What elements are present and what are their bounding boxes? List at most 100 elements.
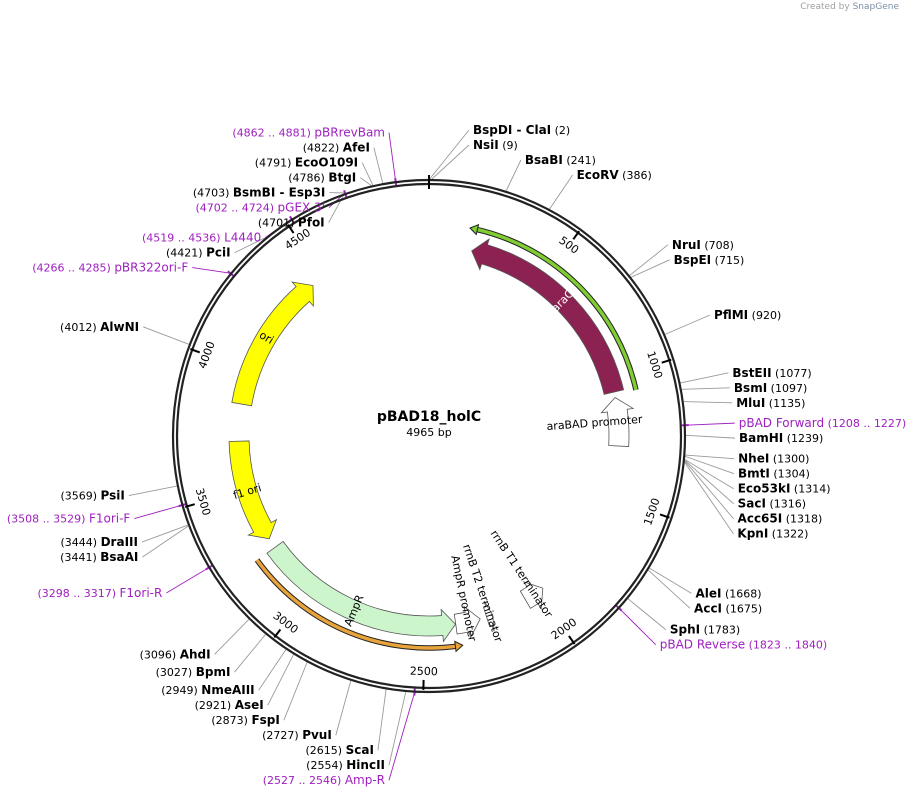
leader-line (373, 147, 384, 184)
scale-tick-label: 4000 (196, 340, 218, 371)
site-position: (920) (748, 309, 781, 322)
enzyme-site-label[interactable]: (3569) PsiI (60, 489, 124, 503)
enzyme-site-label[interactable]: (3441) BsaAI (60, 550, 138, 564)
feature-arrow-rrnb-t1-terminator[interactable] (519, 581, 544, 610)
enzyme-site-label[interactable]: BstEII (1077) (732, 366, 811, 380)
enzyme-site-label[interactable]: (4421) PciI (166, 246, 231, 260)
enzyme-site-label[interactable]: BmtI (1304) (738, 467, 810, 481)
feature-arrow-ori[interactable] (231, 281, 314, 407)
site-text: (4012) AlwNI (60, 320, 139, 334)
leader-line (283, 662, 308, 721)
site-name: AfeI (343, 141, 370, 155)
site-text: KpnI (1322) (737, 527, 808, 541)
primer-site-label[interactable]: (4519 .. 4536) L4440 (142, 231, 261, 245)
enzyme-site-label[interactable]: NruI (708) (672, 238, 734, 252)
enzyme-site-label[interactable]: BspEI (715) (674, 253, 745, 267)
enzyme-site-label[interactable]: (3444) DraIII (61, 535, 138, 549)
enzyme-site-label[interactable]: (4822) AfeI (303, 141, 370, 155)
enzyme-site-label[interactable]: Eco53kI (1314) (738, 482, 831, 496)
site-text: (4266 .. 4285) pBR322ori-F (32, 261, 188, 275)
site-name: BstEII (732, 366, 771, 380)
site-position: (3444) (61, 536, 101, 549)
primer-site-label[interactable]: pBAD Forward (1208 .. 1227) (739, 416, 906, 430)
enzyme-site-label[interactable]: MluI (1135) (736, 396, 805, 410)
site-text: (4703) BsmBI - Esp3I (193, 186, 326, 200)
snapgene-logo: SnapGene (852, 2, 899, 12)
enzyme-site-label[interactable]: (3096) AhdI (140, 647, 211, 661)
leader-line (685, 455, 735, 475)
site-position: (4012) (60, 321, 100, 334)
enzyme-site-label[interactable]: (2873) FspI (211, 713, 279, 727)
enzyme-site-label[interactable]: NheI (1300) (738, 452, 809, 466)
feature-arrow-rrnb-t2-terminator[interactable] (483, 600, 495, 632)
enzyme-site-label[interactable]: (2921) AseI (195, 698, 264, 712)
primer-site-label[interactable]: (3508 .. 3529) F1ori-F (7, 512, 131, 526)
site-name: NruI (672, 238, 701, 252)
enzyme-site-label[interactable]: BamHI (1239) (739, 431, 823, 445)
site-position: (3298 .. 3317) (37, 587, 119, 600)
primer-site-label[interactable]: (2527 .. 2546) Amp-R (263, 773, 385, 787)
site-text: (2921) AseI (195, 698, 264, 712)
leader-line (685, 422, 735, 426)
feature-arrow-f1-ori[interactable] (228, 440, 278, 540)
site-text: (4421) PciI (166, 246, 231, 260)
enzyme-site-label[interactable]: BsaBI (241) (525, 153, 596, 167)
orf-arrowhead (469, 223, 480, 236)
scale-tick (659, 513, 670, 519)
enzyme-site-label[interactable]: (2727) PvuI (262, 728, 332, 742)
feature-arrow-arabad-promoter[interactable] (600, 396, 635, 447)
site-text: NruI (708) (672, 238, 734, 252)
enzyme-site-label[interactable]: (4701) PfoI (258, 216, 325, 230)
credit-prefix: Created by (800, 2, 850, 12)
enzyme-site-label[interactable]: (2949) NmeAIII (161, 683, 254, 697)
site-text: (2727) PvuI (262, 728, 332, 742)
site-name: AhdI (180, 647, 211, 661)
plasmid-name: pBAD18_holC (377, 409, 481, 425)
enzyme-site-label[interactable]: KpnI (1322) (737, 527, 808, 541)
scale-tick-label: 2000 (549, 616, 579, 643)
enzyme-site-label[interactable]: (4012) AlwNI (60, 320, 139, 334)
enzyme-site-label[interactable]: (3027) BpmI (156, 665, 231, 679)
enzyme-site-label[interactable]: BsmI (1097) (734, 381, 807, 395)
enzyme-site-label[interactable]: (4791) EcoO109I (255, 156, 358, 170)
enzyme-site-label[interactable]: NsiI (9) (473, 138, 518, 152)
feature-arrow-ampr-promoter[interactable] (453, 605, 481, 639)
site-position: (1208 .. 1227) (824, 417, 906, 430)
enzyme-site-label[interactable]: (2615) ScaI (306, 743, 374, 757)
leader-line (142, 326, 190, 345)
primer-site-label[interactable]: (4862 .. 4881) pBRrevBam (232, 126, 385, 140)
enzyme-site-label[interactable]: PflMI (920) (714, 308, 781, 322)
site-text: PflMI (920) (714, 308, 781, 322)
leader-line (684, 460, 734, 520)
enzyme-site-label[interactable]: SphI (1783) (670, 623, 740, 637)
feature-arrow-ampr[interactable] (266, 540, 457, 643)
site-position: (4862 .. 4881) (232, 127, 314, 140)
enzyme-site-label[interactable]: (4703) BsmBI - Esp3I (193, 186, 326, 200)
enzyme-site-label[interactable]: Acc65I (1318) (738, 512, 823, 526)
enzyme-site-label[interactable]: SacI (1316) (738, 497, 806, 511)
enzyme-site-label[interactable]: (2554) HincII (306, 758, 385, 772)
enzyme-site-label[interactable]: (4786) BtgI (288, 171, 356, 185)
leader-line (629, 244, 669, 276)
site-position: (4519 .. 4536) (142, 232, 224, 245)
primer-site-label[interactable]: (4266 .. 4285) pBR322ori-F (32, 261, 188, 275)
site-name: PfoI (298, 216, 325, 230)
primer-site-label[interactable]: (4702 .. 4724) pGEX 3' (195, 201, 325, 215)
enzyme-site-label[interactable]: BspDI - ClaI (2) (473, 123, 570, 137)
primer-site-label[interactable]: (3298 .. 3317) F1ori-R (37, 586, 162, 600)
enzyme-site-label[interactable]: EcoRV (386) (577, 168, 652, 182)
site-name: SacI (738, 497, 766, 511)
site-position: (4786) (288, 172, 328, 185)
site-text: Eco53kI (1314) (738, 482, 831, 496)
enzyme-site-label[interactable]: AccI (1675) (694, 601, 762, 615)
site-position: (1823 .. 1840) (745, 639, 827, 652)
enzyme-site-label[interactable]: AleI (1668) (695, 586, 761, 600)
site-name: pBRrevBam (314, 126, 385, 140)
site-name: BsmBI (233, 186, 275, 200)
primer-site-label[interactable]: pBAD Reverse (1823 .. 1840) (660, 638, 827, 652)
site-text: (3027) BpmI (156, 665, 231, 679)
site-name: pGEX 3' (278, 201, 325, 215)
site-position: (386) (619, 169, 652, 182)
feature-arrow-arac[interactable] (471, 238, 625, 395)
